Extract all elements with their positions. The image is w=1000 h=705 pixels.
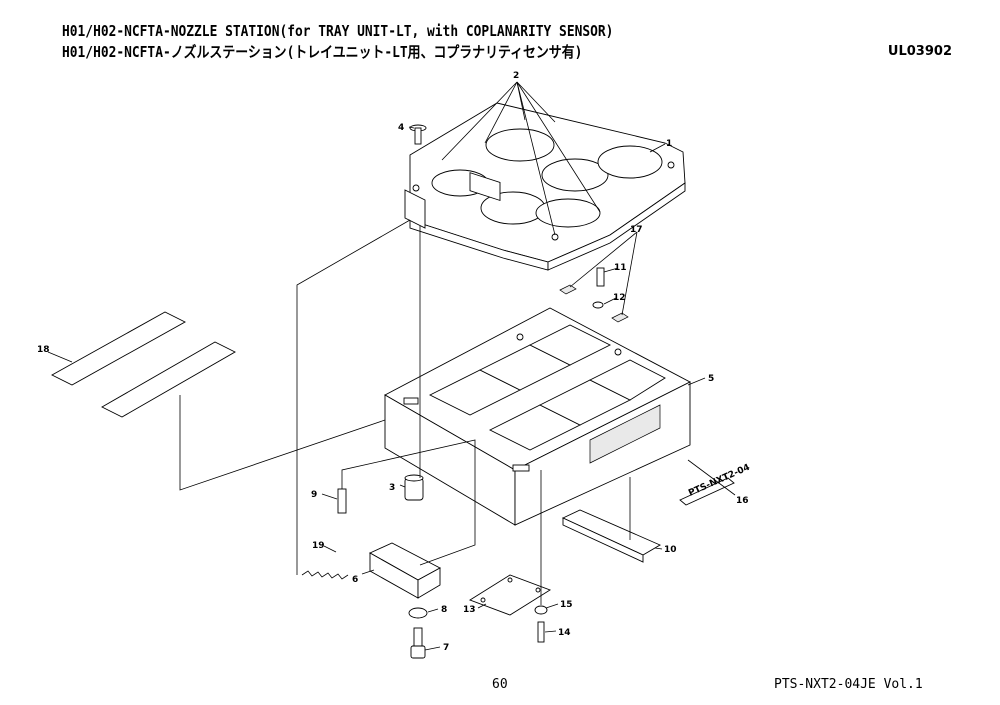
part-14-screw	[537, 621, 545, 643]
callout-2: 2	[513, 71, 519, 81]
callout-17: 17	[630, 225, 643, 235]
part-4-screw	[409, 124, 427, 145]
callout-16: 16	[736, 496, 749, 506]
part-12-washer	[592, 301, 604, 309]
callout-3: 3	[389, 483, 395, 493]
callout-7: 7	[443, 643, 449, 653]
part-15-washer	[534, 605, 548, 615]
callout-15: 15	[560, 600, 573, 610]
callout-8: 8	[441, 605, 447, 615]
callout-4: 4	[398, 123, 404, 133]
callout-10: 10	[664, 545, 677, 555]
label-text: PTS-NXT2-04	[687, 463, 751, 499]
callout-9: 9	[311, 490, 317, 500]
part-7-bolt	[410, 627, 426, 659]
callout-14: 14	[558, 628, 571, 638]
part-8-washer	[408, 607, 428, 619]
callout-12: 12	[613, 293, 626, 303]
callout-numbers: 1 2 3 4 5 6 7 8 9 10 11 12 13 14 15 16 1…	[37, 71, 749, 653]
callout-11: 11	[614, 263, 627, 273]
part-17-pad-a	[559, 284, 577, 295]
page-number: 60	[492, 677, 508, 692]
callout-6: 6	[352, 575, 358, 585]
part-6-block	[369, 542, 441, 599]
document-id: UL03902	[887, 44, 952, 59]
part-5-main-block	[384, 307, 691, 526]
part-17-pad-b	[611, 312, 629, 323]
callout-19: 19	[312, 541, 325, 551]
part-3-bushing	[404, 474, 424, 501]
leader-lines	[47, 81, 736, 651]
part-18-strips	[51, 311, 236, 418]
callout-5: 5	[708, 374, 714, 384]
part-11-screw	[596, 267, 605, 287]
callout-13: 13	[463, 605, 476, 615]
part-13-plate	[468, 574, 552, 616]
part-10-rail	[561, 509, 661, 563]
part-19-spring	[301, 570, 349, 580]
part-9-pin	[337, 488, 347, 514]
callout-1: 1	[666, 139, 672, 149]
title-japanese: H01/H02-NCFTA-ノズルステーション(トレイユニット-LT用、コプラナ…	[62, 43, 583, 61]
part-1-top-plate	[404, 102, 686, 271]
callout-18: 18	[37, 345, 50, 355]
title-english: H01/H02-NCFTA-NOZZLE STATION(for TRAY UN…	[62, 22, 614, 40]
footer-doc-ref: PTS-NXT2-04JE Vol.1	[774, 677, 923, 692]
